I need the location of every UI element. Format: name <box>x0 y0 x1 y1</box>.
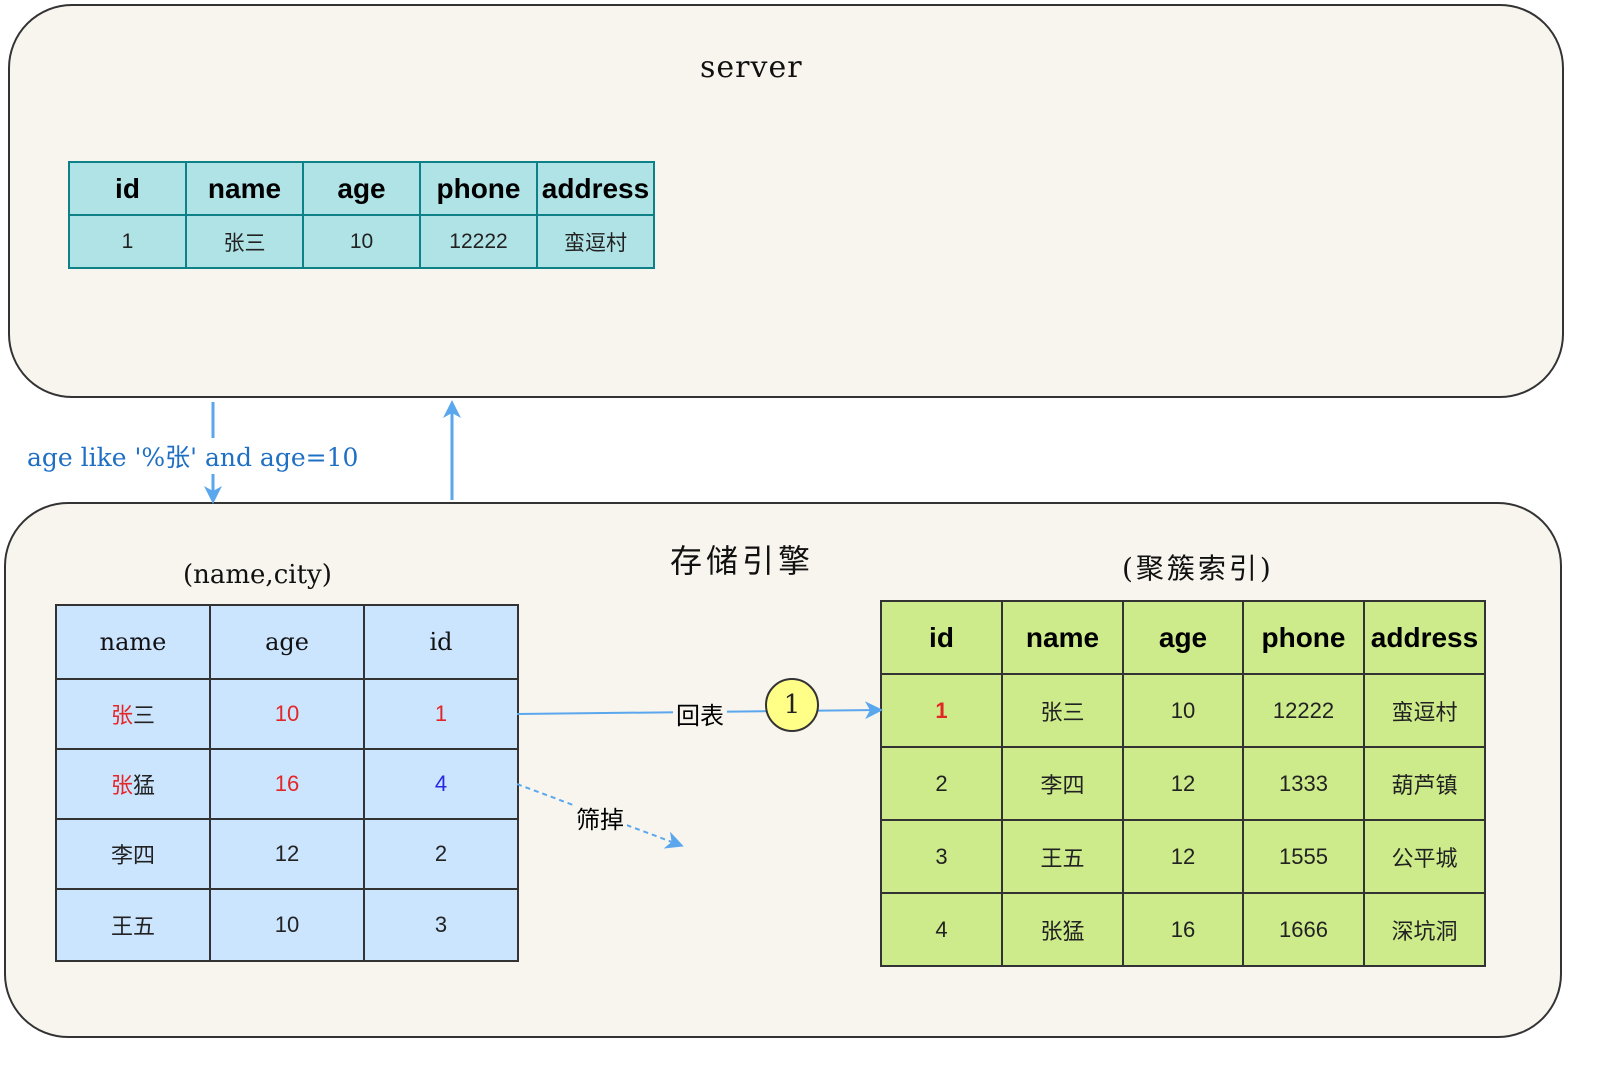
cell-name: 张三 <box>1001 673 1124 748</box>
table-row: 4 张猛 16 1666 深坑洞 <box>880 892 1486 967</box>
cell-age: 10 <box>1122 673 1244 748</box>
cell-age: 10 <box>302 214 421 269</box>
header-cell-phone: phone <box>1242 600 1365 675</box>
query-condition-label: age like '%张' and age=10 <box>25 438 361 474</box>
cell-address: 蛮逗村 <box>1363 673 1486 748</box>
cell-phone: 1666 <box>1242 892 1365 967</box>
filter-label: 筛掉 <box>573 800 627 835</box>
step-number-badge: 1 <box>765 678 819 732</box>
header-cell-address: address <box>1363 600 1486 675</box>
cell-age: 16 <box>209 748 365 820</box>
cell-address: 葫芦镇 <box>1363 746 1486 821</box>
clustered-index-table: id name age phone address 1 张三 10 12222 … <box>880 600 1486 967</box>
header-cell-age: age <box>209 604 365 680</box>
server-result-table: id name age phone address 1 张三 10 12222 … <box>68 161 655 269</box>
cell-name: 王五 <box>1001 819 1124 894</box>
cell-id: 3 <box>363 888 519 962</box>
cell-id: 1 <box>363 678 519 750</box>
header-cell-name: name <box>185 161 304 216</box>
header-cell-name: name <box>55 604 211 680</box>
table-row: 2 李四 12 1333 葫芦镇 <box>880 746 1486 821</box>
cell-name: 张三 <box>55 678 211 750</box>
table-row: 李四 12 2 <box>55 818 519 890</box>
cell-age: 12 <box>1122 819 1244 894</box>
cell-address: 蛮逗村 <box>536 214 655 269</box>
cell-name: 李四 <box>1001 746 1124 821</box>
cell-name: 张猛 <box>55 748 211 820</box>
cell-id: 1 <box>880 673 1003 748</box>
cell-id: 4 <box>880 892 1003 967</box>
cell-phone: 1555 <box>1242 819 1365 894</box>
name-rest: 三 <box>133 703 156 728</box>
header-cell-id: id <box>363 604 519 680</box>
cell-id: 4 <box>363 748 519 820</box>
name-prefix-highlight: 张 <box>110 703 133 728</box>
header-cell-address: address <box>536 161 655 216</box>
header-cell-age: age <box>1122 600 1244 675</box>
table-row: 王五 10 3 <box>55 888 519 962</box>
cell-id: 3 <box>880 819 1003 894</box>
header-cell-id: id <box>880 600 1003 675</box>
table-row: 3 王五 12 1555 公平城 <box>880 819 1486 894</box>
cell-age: 12 <box>1122 746 1244 821</box>
cell-age: 10 <box>209 888 365 962</box>
cell-name: 王五 <box>55 888 211 962</box>
step-number: 1 <box>783 690 801 720</box>
cell-age: 10 <box>209 678 365 750</box>
header-cell-name: name <box>1001 600 1124 675</box>
header-cell-id: id <box>68 161 187 216</box>
storage-engine-title: 存储引擎 <box>670 542 815 580</box>
cell-phone: 1333 <box>1242 746 1365 821</box>
cell-address: 公平城 <box>1363 819 1486 894</box>
cell-id: 2 <box>880 746 1003 821</box>
secondary-index-title: (name,city) <box>183 560 332 590</box>
header-cell-phone: phone <box>419 161 538 216</box>
secondary-index-table: name age id 张三 10 1 张猛 16 4 李四 12 2 王五 1… <box>55 604 519 962</box>
table-row: 张猛 16 4 <box>55 748 519 820</box>
cell-id: 1 <box>68 214 187 269</box>
cell-phone: 12222 <box>419 214 538 269</box>
cell-address: 深坑洞 <box>1363 892 1486 967</box>
cell-phone: 12222 <box>1242 673 1365 748</box>
clustered-index-title: (聚簇索引) <box>1122 552 1274 585</box>
table-row: 1 张三 10 12222 蛮逗村 <box>68 214 655 269</box>
cell-name: 张猛 <box>1001 892 1124 967</box>
cell-id: 2 <box>363 818 519 890</box>
header-cell-age: age <box>302 161 421 216</box>
cell-age: 12 <box>209 818 365 890</box>
filter-arrow <box>516 783 684 849</box>
table-row: 张三 10 1 <box>55 678 519 750</box>
cell-name: 张三 <box>185 214 304 269</box>
table-row: 1 张三 10 12222 蛮逗村 <box>880 673 1486 748</box>
lookup-label: 回表 <box>673 696 727 731</box>
name-rest: 猛 <box>133 773 156 798</box>
server-title: server <box>700 50 803 85</box>
cell-name: 李四 <box>55 818 211 890</box>
cell-age: 16 <box>1122 892 1244 967</box>
name-prefix-highlight: 张 <box>110 773 133 798</box>
